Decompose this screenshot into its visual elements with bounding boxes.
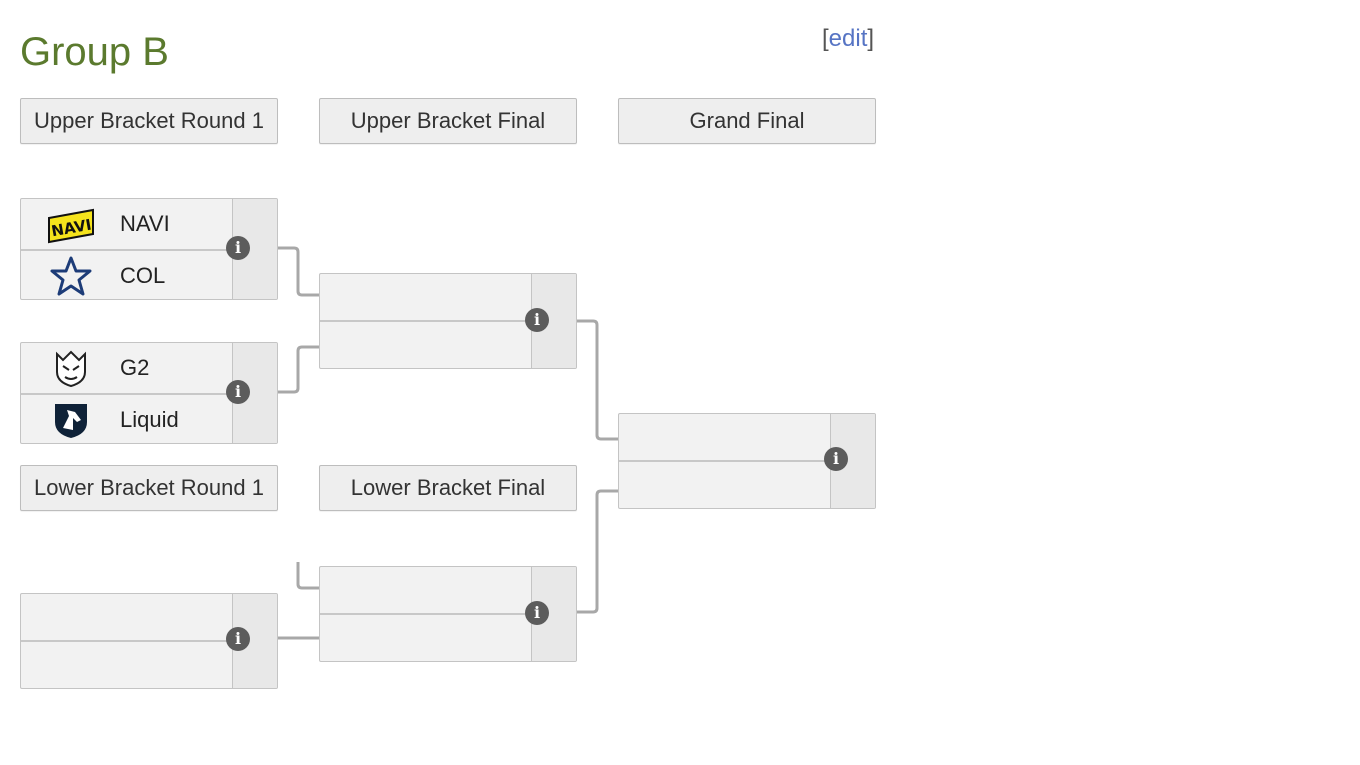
team-slot[interactable]: G2 — [21, 343, 233, 393]
col-star-icon — [50, 256, 92, 296]
round-header-upper-round-1: Upper Bracket Round 1 — [20, 98, 278, 144]
team-slot[interactable] — [619, 462, 831, 508]
match-lb-final[interactable]: i — [319, 566, 577, 662]
group-title: Group B — [20, 30, 169, 74]
team-slot[interactable] — [21, 642, 233, 688]
info-icon[interactable]: i — [525, 308, 549, 332]
team-name: COL — [120, 263, 166, 288]
match-ub-r1-m2[interactable]: G2 Liquid i — [20, 342, 278, 444]
team-name: NAVI — [120, 211, 170, 236]
match-divider — [320, 320, 576, 322]
match-divider — [619, 460, 875, 462]
team-slot[interactable]: NAVI NAVI — [21, 199, 233, 249]
info-icon[interactable]: i — [525, 601, 549, 625]
info-icon[interactable]: i — [226, 627, 250, 651]
connector-ub-final-to-grand-final — [577, 319, 618, 441]
team-slot[interactable] — [21, 594, 233, 641]
round-header-lower-round-1: Lower Bracket Round 1 — [20, 465, 278, 511]
edit-link-wrapper: [edit] — [822, 24, 874, 54]
connector-ub-r1-m1-to-ub-final — [278, 246, 319, 297]
team-slot[interactable] — [320, 274, 532, 321]
info-icon[interactable]: i — [226, 380, 250, 404]
team-slot[interactable] — [320, 322, 532, 368]
match-divider — [21, 393, 277, 395]
team-slot[interactable] — [320, 615, 532, 661]
info-icon[interactable]: i — [226, 236, 250, 260]
info-icon[interactable]: i — [824, 447, 848, 471]
round-header-grand-final: Grand Final — [618, 98, 876, 144]
connector-ub-r1-m2-to-ub-final — [278, 345, 319, 394]
liquid-horse-icon — [55, 404, 87, 438]
match-ub-r1-m1[interactable]: NAVI NAVI COL i — [20, 198, 278, 300]
edit-bracket-open: [ — [822, 25, 829, 52]
team-slot[interactable]: Liquid — [21, 395, 233, 443]
g2-logo-icon — [56, 350, 86, 388]
match-divider — [21, 249, 277, 251]
round-header-upper-final: Upper Bracket Final — [319, 98, 577, 144]
connector-ub-loser-to-lb-final — [296, 562, 319, 590]
team-slot[interactable] — [320, 567, 532, 614]
match-divider — [21, 640, 277, 642]
team-slot[interactable]: COL — [21, 251, 233, 299]
match-lb-r1[interactable]: i — [20, 593, 278, 689]
match-grand-final[interactable]: i — [618, 413, 876, 509]
connector-lb-final-to-grand-final — [577, 489, 618, 614]
team-name: Liquid — [120, 407, 179, 432]
match-divider — [320, 613, 576, 615]
match-ub-final[interactable]: i — [319, 273, 577, 369]
edit-link[interactable]: edit — [828, 25, 868, 52]
navi-logo-icon: NAVI — [48, 208, 94, 244]
edit-bracket-close: ] — [867, 25, 875, 52]
team-name: G2 — [120, 355, 150, 380]
team-slot[interactable] — [619, 414, 831, 461]
round-header-lower-final: Lower Bracket Final — [319, 465, 577, 511]
